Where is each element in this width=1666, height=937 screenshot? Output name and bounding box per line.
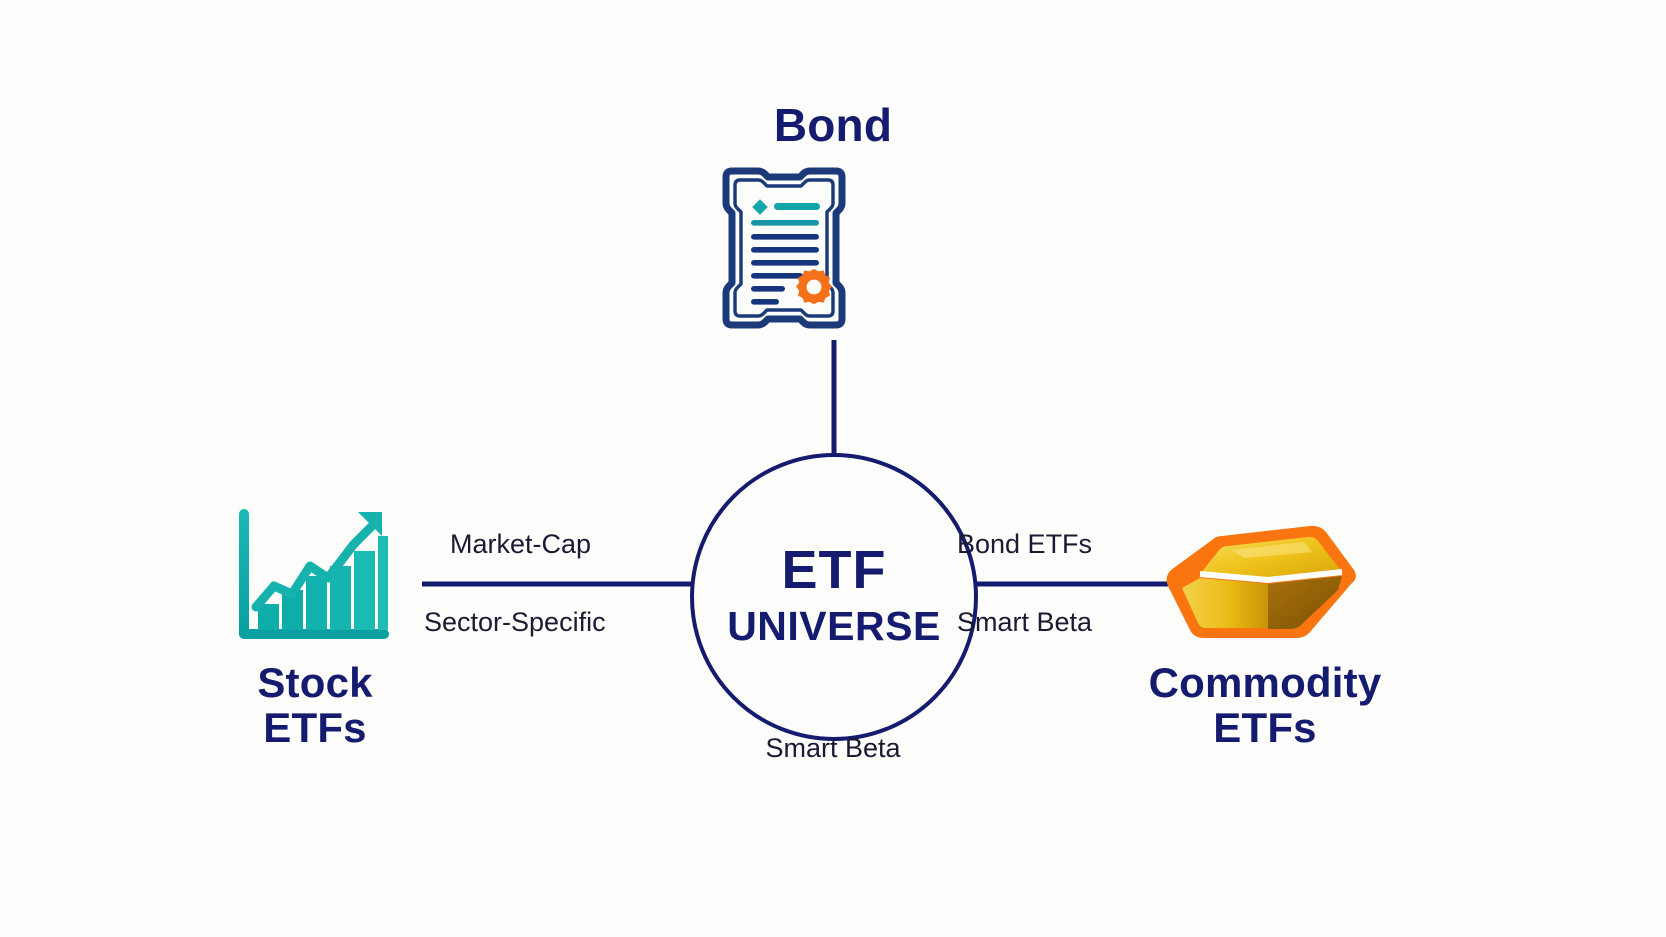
bond-node-title: Bond: [773, 99, 893, 151]
edge-label-market-cap: Market-Cap: [450, 529, 592, 559]
gold-bar-icon: [1160, 520, 1360, 645]
commodity-node-title: Commodity ETFs: [1070, 659, 1460, 751]
stock-title-line2: ETFs: [263, 703, 367, 751]
etf-universe-hub[interactable]: ETF UNIVERSE: [690, 453, 978, 741]
stock-title-line1: Stock: [257, 659, 373, 706]
commodity-title-line1: Commodity: [1148, 659, 1382, 706]
hub-primary-label: ETF: [781, 540, 887, 601]
hub-secondary-label: UNIVERSE: [727, 603, 941, 650]
edge-label-smart-beta-bottom: Smart Beta: [765, 733, 901, 763]
bar-chart-growth-icon: [230, 508, 390, 648]
edge-label-smart-beta-right: Smart Beta: [957, 607, 1093, 637]
edge-label-bond-etfs: Bond ETFs: [957, 529, 1093, 559]
bond-certificate-icon: [718, 163, 850, 333]
commodity-title-line2: ETFs: [1213, 703, 1317, 751]
stock-node-title: Stock ETFs: [180, 659, 450, 751]
edge-label-sector-specific: Sector-Specific: [424, 607, 606, 637]
